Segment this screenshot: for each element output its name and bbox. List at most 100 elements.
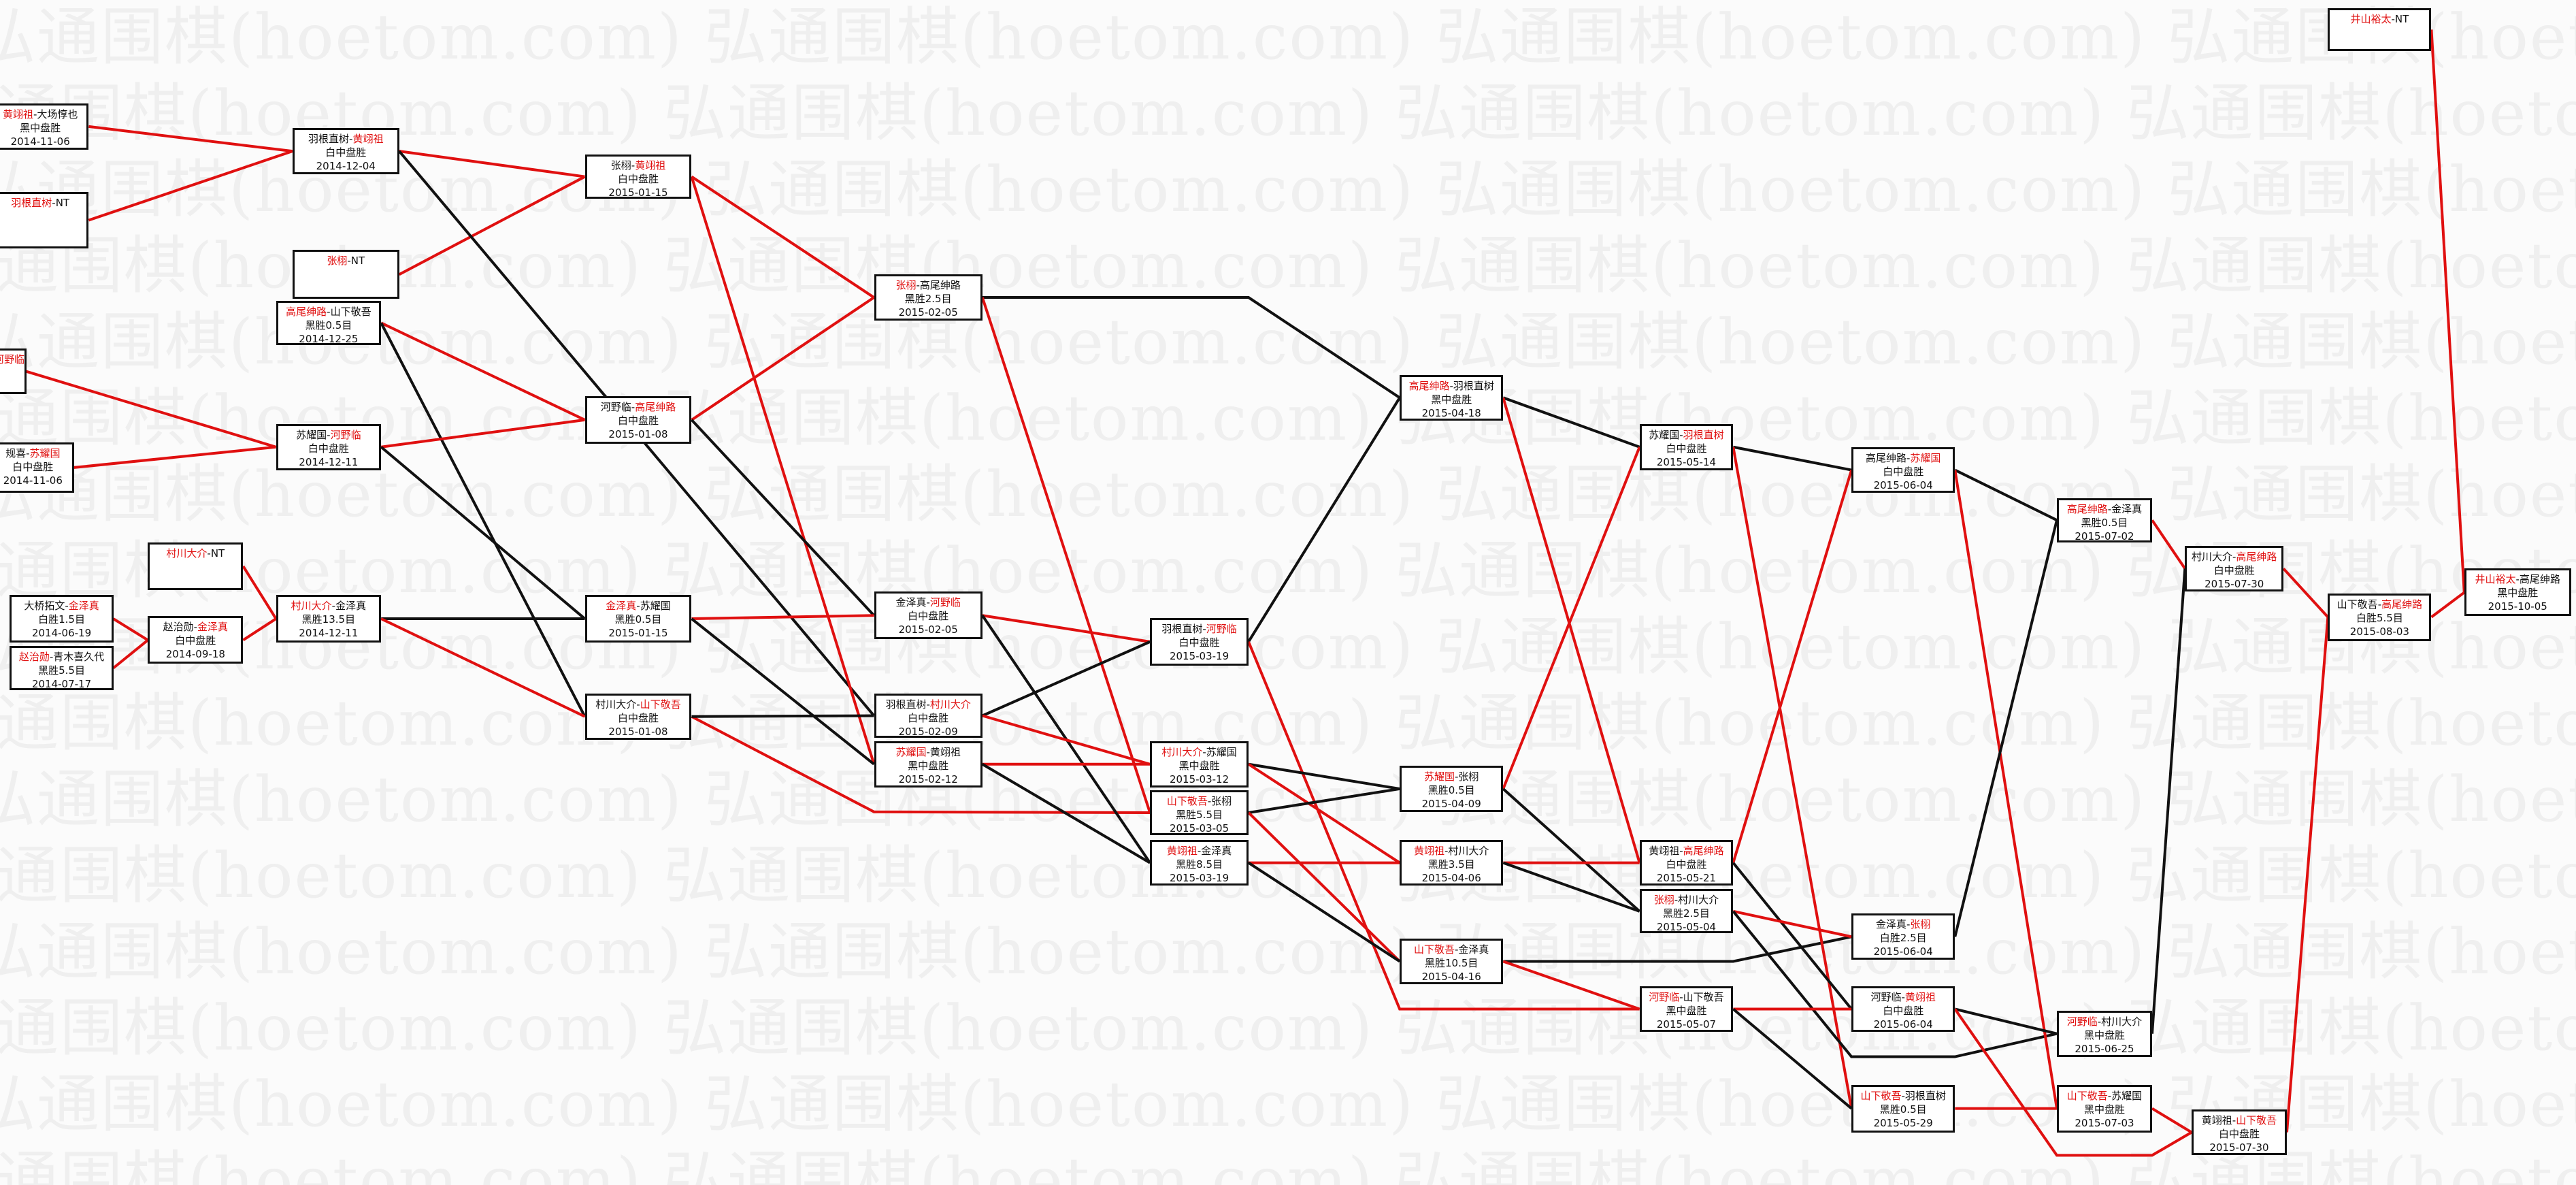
match-date: 2015-01-08 <box>608 427 668 440</box>
match-result: 白中盘胜 <box>2213 564 2255 577</box>
match-players: 村川大介-金泽真 <box>278 599 380 613</box>
bracket-line-black <box>1732 910 2058 1058</box>
bracket-line-red <box>242 617 277 642</box>
player-white: 高尾绅路 <box>919 279 961 292</box>
match-date: 2015-05-04 <box>1656 921 1717 934</box>
match-players: 村川大介-山下敬吾 <box>587 698 690 711</box>
match-result: 黑胜3.5目 <box>1427 858 1475 871</box>
player-black: 张栩 <box>1653 894 1674 907</box>
player-white: 金泽真 <box>1201 844 1232 857</box>
bracket-line-red <box>1247 763 1401 864</box>
match-players: 山下敬吾-金泽真 <box>1402 943 1501 956</box>
match-box[interactable]: 羽根直树-NT <box>0 192 89 248</box>
match-result: 黑胜0.5目 <box>2081 516 2128 529</box>
match-box[interactable]: 河野临-NT <box>0 348 27 395</box>
match-players: 高尾绅路-山下敬吾 <box>278 305 380 319</box>
separator: - <box>1454 943 1459 956</box>
match-date: 2015-04-16 <box>1421 970 1481 983</box>
match-result: 黑中盘胜 <box>1666 1004 1707 1017</box>
match-box[interactable]: 井山裕太-NT <box>2328 8 2432 51</box>
match-players: 金泽真-苏耀国 <box>587 599 690 613</box>
match-players: 村川大介-高尾绅路 <box>2187 550 2281 564</box>
match-date: 2015-01-15 <box>608 186 668 199</box>
match-players: 大桥拓文-金泽真 <box>12 599 111 613</box>
separator: - <box>1444 844 1449 857</box>
match-date: 2015-07-02 <box>2075 530 2134 542</box>
separator: - <box>2232 1114 2236 1126</box>
bracket-line-black <box>380 446 586 620</box>
match-box[interactable]: 村川大介-NT <box>148 542 244 590</box>
match-date: 2015-04-18 <box>1421 406 1481 419</box>
match-box[interactable]: 张栩-NT <box>292 250 399 299</box>
separator: - <box>1679 990 1683 1003</box>
player-white: 山下敬吾 <box>330 305 371 318</box>
watermark-text: 弘通围棋(hoetom.com) 弘通围棋(hoetom.com) 弘通围棋(h… <box>0 915 2576 988</box>
match-result: 白胜2.5目 <box>1879 932 1927 945</box>
player-white: 黄翊祖 <box>929 745 961 758</box>
match-result: 黑胜0.5目 <box>1879 1103 1927 1116</box>
player-black: 山下敬吾 <box>2066 1089 2108 1102</box>
match-date: 2014-12-25 <box>299 332 359 345</box>
watermark-text: 弘通围棋(hoetom.com) 弘通围棋(hoetom.com) 弘通围棋(h… <box>0 1144 2576 1185</box>
match-date: 2014-11-06 <box>3 474 63 487</box>
player-white: 村川大介 <box>1448 844 1489 857</box>
player-black: 山下敬吾 <box>1166 795 1208 808</box>
match-result: 白中盘胜 <box>908 711 949 724</box>
player-white: 村川大介 <box>1678 894 1719 907</box>
match-date: 2015-08-03 <box>2349 625 2409 638</box>
match-players: 羽根直树-NT <box>0 196 86 210</box>
player-black: 羽根直树 <box>1161 622 1203 635</box>
separator: - <box>1202 622 1206 635</box>
watermark-text: 弘通围棋(hoetom.com) 弘通围棋(hoetom.com) 弘通围棋(h… <box>0 77 2576 150</box>
player-black: 黄翊祖 <box>1413 844 1444 857</box>
bracket-line-red <box>380 418 585 449</box>
player-black: 村川大介 <box>1161 745 1203 758</box>
match-date: 2014-06-19 <box>31 627 92 640</box>
player-black: 村川大介 <box>595 698 637 711</box>
player-black: 山下敬吾 <box>1413 943 1455 956</box>
player-white: 高尾绅路 <box>2519 573 2560 586</box>
bracket-line-red <box>1502 960 1640 1011</box>
bracket-line-red <box>1502 447 1641 790</box>
